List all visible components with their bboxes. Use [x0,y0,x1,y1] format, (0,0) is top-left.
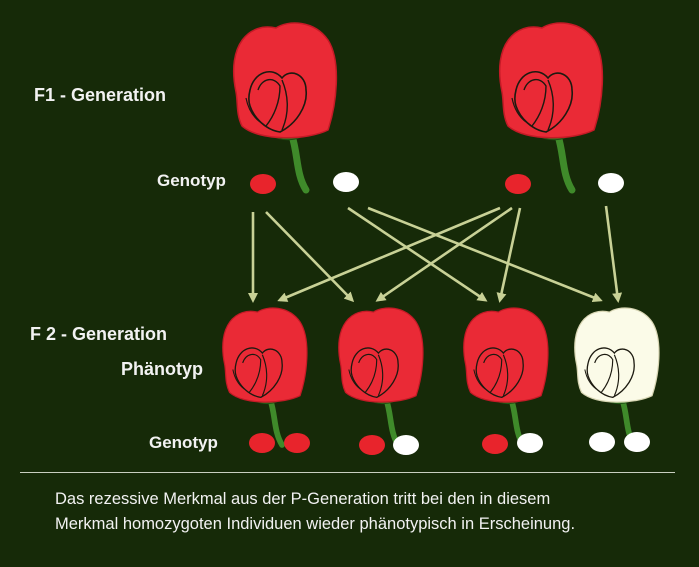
petal-fold-line [584,369,597,390]
f2-3-allele-2 [517,433,543,453]
petal-fold-line [261,354,268,396]
petal-fold-line [242,353,262,393]
f2-flower-3 [463,307,549,448]
petal-fold-line [613,354,620,396]
f1-2-allele-2 [598,173,624,193]
cross-arrow-6 [375,206,513,302]
petal-fold-line [511,97,527,123]
f2-2-allele-2 [393,435,419,455]
f2-4-allele-2 [624,432,650,452]
f2-phenotype-label: Phänotyp [121,359,204,379]
f2-flower-1 [222,307,308,448]
petal-fold-line [473,369,486,390]
stem [383,397,401,448]
f1-flower-1 [232,22,338,194]
f2-1-allele-2 [284,433,310,453]
f2-4-allele-1 [589,432,615,452]
cross-arrow-4 [367,206,603,303]
f2-genotype-label: Genotyp [149,433,218,452]
f1-genotype-label: Genotyp [157,171,226,190]
cross-arrow-2 [265,211,355,303]
f2-2-allele-1 [359,435,385,455]
f2-1-allele-1 [249,433,275,453]
petal-fold-line [257,79,281,127]
stem [554,132,576,194]
f2-3-allele-1 [482,434,508,454]
cross-arrow-8 [604,205,623,303]
petal-fold-line [523,79,547,127]
petal-fold-line [594,353,614,393]
caption-line-2: Merkmal homozygoten Individuen wieder ph… [55,515,576,533]
f1-generation-label: F1 - Generation [34,85,167,105]
divider-line [20,472,675,473]
f1-1-allele-2 [333,172,359,192]
f1-1-allele-1 [250,174,276,194]
petal-fold-line [245,97,261,123]
caption: Das rezessive Merkmal aus der P-Generati… [55,487,675,537]
cross-arrow-3 [347,206,488,302]
f2-generation-label: F 2 - Generation [30,324,168,344]
f1-flower-2 [498,22,604,194]
petal-fold-line [348,369,361,390]
stem [267,397,285,448]
petal-fold-line [502,354,509,396]
f1-2-allele-1 [505,174,531,194]
petal-fold-line [483,353,503,393]
caption-line-1: Das rezessive Merkmal aus der P-Generati… [55,490,551,508]
stem [288,132,310,194]
petal-fold-line [232,369,245,390]
f2-flower-4 [574,307,660,448]
petal-fold-line [281,79,288,131]
cross-arrow-7 [496,207,522,303]
cross-arrow-5 [277,206,501,302]
f2-flower-2 [338,307,424,448]
petal-fold-line [358,353,378,393]
petal-fold-line [377,354,384,396]
petal-fold-line [547,79,554,131]
